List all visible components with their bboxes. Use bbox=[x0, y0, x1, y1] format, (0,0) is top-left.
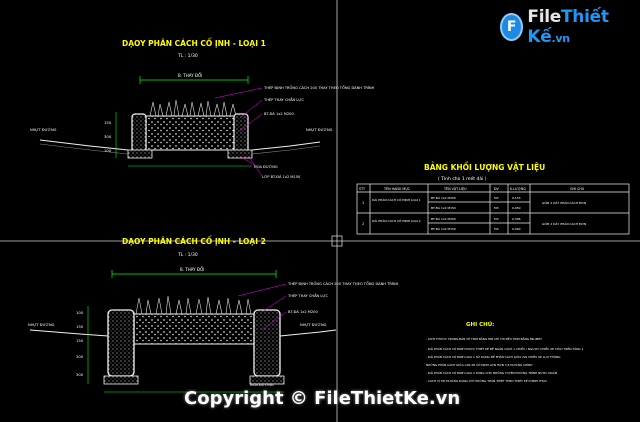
section2-leader-1 bbox=[237, 283, 287, 297]
table-row1-note: GỒM 2 DẢY PHÂN CÁCH ĐƠN bbox=[542, 200, 586, 205]
table-row2-unit-2: M3 bbox=[494, 227, 499, 231]
section2-median-body bbox=[111, 313, 277, 345]
crosshair-box bbox=[331, 235, 343, 247]
section1-leader-4 bbox=[239, 155, 257, 167]
section2-footing-left bbox=[103, 375, 139, 385]
section2-dim-1: 100 bbox=[76, 310, 84, 315]
table-row2-material-2: BT-ĐÁ 1x2 M150 bbox=[431, 226, 456, 231]
section2-dim-4: 200 bbox=[76, 354, 84, 359]
section2-footing-right bbox=[249, 375, 285, 385]
section1-curb-right bbox=[233, 113, 249, 153]
section2-wall-left bbox=[107, 309, 135, 377]
table-row1-stt: 1 bbox=[362, 201, 364, 205]
table-row2-note: GỒM 2 DẢY PHÂN CÁCH ĐƠN bbox=[542, 221, 586, 226]
note-item-3: - DẢI PHÂN CÁCH CỐ ĐỊNH LOẠI 1 SỬ DỤNG Đ… bbox=[426, 354, 561, 359]
table-row1-material-1: BT-ĐÁ 1x2 M200 bbox=[431, 195, 456, 200]
section1-leader-1 bbox=[214, 87, 263, 99]
note-item-1: - KÍCH THƯỚC TRONG BẢN VẼ TÍNH BẰNG MM C… bbox=[426, 336, 542, 341]
table-row2-unit-1: M3 bbox=[494, 217, 499, 221]
section1-scale: TL : 1/30 bbox=[177, 53, 198, 59]
section2-dim-label: B. THAY ĐỔI bbox=[180, 267, 204, 272]
section2-wall-right bbox=[253, 309, 281, 377]
notes-title: GHI CHÚ: bbox=[466, 321, 494, 328]
site-logo[interactable]: F FileThiết Kế.vn bbox=[500, 7, 632, 47]
logo-prefix: File bbox=[527, 7, 562, 27]
section2-left-label: NHỰT ĐƯỜNG bbox=[28, 322, 55, 327]
section1-note-2: THÉP THAY CHẮN LỰC bbox=[263, 97, 304, 102]
section1-note-1: THÉP ĐỊNH TRỒNG CÁCH 200 THAY THEO TỔNG … bbox=[263, 85, 375, 90]
section2-bottom-label: NOA ĐƯỜNG bbox=[250, 382, 274, 387]
section1-leader-3 bbox=[237, 113, 263, 133]
table-row1-item: DẢI PHÂN CÁCH CỐ ĐỊNH LOẠI 1 bbox=[372, 197, 421, 202]
section2-road-left bbox=[29, 329, 109, 337]
table-subtitle: ( Tính cho 1 mét dài ) bbox=[438, 175, 487, 182]
section1-spikes bbox=[149, 99, 237, 117]
table-header-item: TÊN HẠNG MỤC bbox=[383, 186, 411, 191]
section2-leader-3 bbox=[261, 311, 287, 331]
section1-road-right-base bbox=[251, 145, 321, 155]
table-row2-item: DẢI PHÂN CÁCH CỐ ĐỊNH LOẠI 2 bbox=[372, 218, 421, 223]
table-header-material: TÊN VẬT LIỆU bbox=[443, 186, 467, 191]
table-row2-qty-2: 0,090 bbox=[512, 227, 521, 231]
section2-title: DẠOY PHÂN CÁCH CỐ ỊNH - LOẠI 2 bbox=[122, 236, 266, 246]
section1-left-label: NHỰT ĐƯỜNG bbox=[30, 127, 57, 132]
section1-right-label: NHỰT ĐƯỜNG bbox=[306, 127, 333, 132]
section1-leader-2 bbox=[239, 99, 263, 119]
section2-dim-2: 150 bbox=[76, 324, 84, 329]
section1-dim-2: 300 bbox=[104, 134, 112, 139]
section2-road-right bbox=[279, 329, 337, 337]
note-item-6: - CÁCH VỊ TRÍ ĐƯỜNG DÙNG CHỈ HƯỚNG THÂN … bbox=[426, 377, 547, 383]
section1-leader-5 bbox=[249, 157, 263, 177]
section2-dim-3: 150 bbox=[76, 338, 84, 343]
material-table bbox=[356, 183, 630, 235]
section1-footing-left bbox=[127, 149, 153, 159]
section2-note-1: THÉP ĐỊNH TRỒNG CÁCH 200 THAY THEO TỔNG … bbox=[287, 281, 399, 286]
section1-title: DẠOY PHÂN CÁCH CỐ ỊNH - LOẠI 1 bbox=[122, 38, 266, 48]
section1-bottom-label-2: LỚP BT-ĐÁ 1x2 M150 bbox=[262, 174, 301, 179]
logo-text: FileThiết Kế.vn bbox=[527, 7, 632, 47]
table-row2-qty-1: 0,306 bbox=[512, 217, 521, 221]
section1-dim-label: B. THAY ĐỔI bbox=[178, 73, 202, 78]
section1-curb-left bbox=[131, 113, 147, 153]
section2-note-2: THÉP THAY CHẮN LỰC bbox=[287, 293, 328, 298]
logo-icon: F bbox=[500, 13, 524, 41]
table-header-unit: ĐV bbox=[494, 187, 499, 191]
section1-road-left-base bbox=[39, 143, 129, 155]
section2-leader-2 bbox=[261, 295, 287, 313]
note-item-5: - DẢI PHÂN CÁCH CỐ ĐỊNH LOẠI 2 DÙNG CHO … bbox=[426, 369, 558, 375]
section1-footing-right bbox=[227, 149, 253, 159]
logo-main: Thiết Kế bbox=[527, 7, 609, 47]
section1-bottom-label-1: NOA ĐƯỜNG bbox=[254, 164, 278, 169]
table-header-stt: STT bbox=[359, 187, 366, 191]
table-row1-unit-2: M3 bbox=[494, 206, 499, 210]
table-header-qty: K.LƯỢNG bbox=[510, 187, 526, 191]
section2-spikes bbox=[135, 295, 252, 315]
section1-median-body bbox=[131, 115, 249, 151]
note-item-2: - DẢI PHÂN CÁCH CỐ ĐỊNH ĐƯỢC THIẾT KẾ ĐỂ… bbox=[426, 345, 584, 351]
table-header-note: GHI CHÚ bbox=[570, 186, 585, 191]
section1-note-3: BT-ĐÁ 1x2 M200 bbox=[264, 111, 294, 116]
table-row1-material-2: BT-ĐÁ 1x2 M150 bbox=[431, 205, 456, 210]
copyright-watermark: Copyright © FileThietKe.vn bbox=[184, 388, 461, 409]
section2-right-label: NHỰT ĐƯỜNG bbox=[300, 322, 327, 327]
section1-dim-1: 150 bbox=[104, 120, 112, 125]
table-row1-qty-1: 0,153 bbox=[512, 196, 521, 200]
note-item-4: NHỮNG PHÂN CÁCH GIỮA LÀN XE CỐ ĐỊNH LỚN … bbox=[426, 362, 532, 367]
section1-dim-3: 100 bbox=[104, 148, 112, 153]
logo-suffix: .vn bbox=[551, 32, 571, 45]
table-row1-unit-1: M3 bbox=[494, 196, 499, 200]
section1-road-right bbox=[251, 141, 321, 151]
section1-road-left bbox=[39, 139, 129, 151]
table-title: BẢNG KHỐI LƯỢNG VẬT LIỆU bbox=[424, 162, 545, 172]
table-row2-material-1: BT-ĐÁ 1x2 M200 bbox=[431, 216, 456, 221]
section2-dim-5: 300 bbox=[76, 372, 84, 377]
table-row2-stt: 2 bbox=[362, 222, 364, 226]
section2-scale: TL : 1/30 bbox=[177, 252, 198, 258]
table-row1-qty-2: 0,050 bbox=[512, 206, 521, 210]
section2-note-3: BT-ĐÁ 1x2 M200 bbox=[288, 309, 318, 314]
